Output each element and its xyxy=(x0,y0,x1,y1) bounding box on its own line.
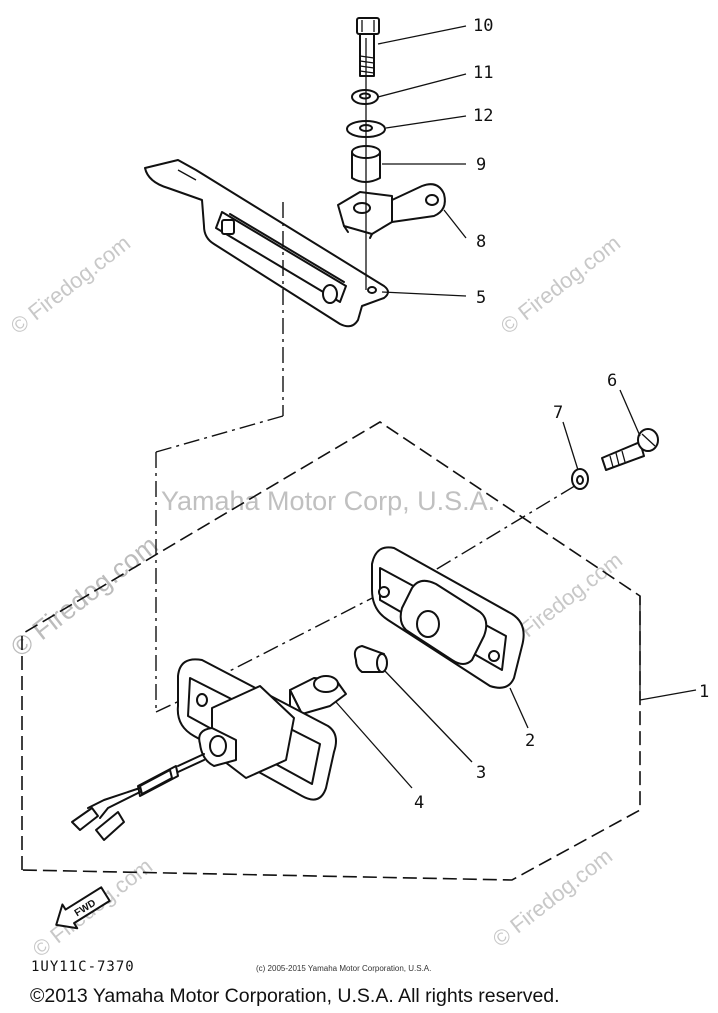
lamp-base xyxy=(176,658,337,801)
washer-7 xyxy=(571,468,589,490)
guide-line xyxy=(211,591,385,681)
lower-assembly xyxy=(21,415,659,881)
lens-2 xyxy=(371,546,525,689)
footer-copyright: ©2013 Yamaha Motor Corporation, U.S.A. A… xyxy=(30,985,560,1007)
callout-9: 9 xyxy=(476,155,486,175)
upper-assembly xyxy=(144,17,446,416)
callout-3: 3 xyxy=(476,763,486,783)
watermark-layer: © Firedog.com © Firedog.com © Firedog.co… xyxy=(5,230,627,962)
bolt-10 xyxy=(356,17,380,77)
wire-harness xyxy=(71,753,205,841)
bracket-arm-8 xyxy=(337,183,446,239)
callout-10: 10 xyxy=(473,16,493,36)
screw-6 xyxy=(601,428,659,471)
fwd-arrow: FWD xyxy=(55,886,111,930)
spring-washer-11 xyxy=(351,89,379,105)
leader-lines xyxy=(335,25,697,789)
firedog-watermark: © Firedog.com xyxy=(488,843,617,952)
callout-11: 11 xyxy=(473,63,493,83)
guide-line xyxy=(411,483,579,585)
callout-1: 1 xyxy=(699,682,709,702)
diagram-code: 1UY11C-7370 xyxy=(31,959,135,975)
mounting-plate-5 xyxy=(144,159,389,328)
callout-2: 2 xyxy=(525,731,535,751)
callout-7: 7 xyxy=(553,403,563,423)
callout-4: 4 xyxy=(414,793,424,813)
small-copyright: (c) 2005-2015 Yamaha Motor Corporation, … xyxy=(256,964,431,973)
bulb-3 xyxy=(353,645,388,673)
guide-line xyxy=(155,415,284,453)
callout-12: 12 xyxy=(473,106,493,126)
callout-5: 5 xyxy=(476,288,486,308)
firedog-watermark: © Firedog.com xyxy=(496,230,625,339)
callouts: 10 11 12 9 8 5 6 7 1 2 3 4 xyxy=(414,16,709,813)
callout-6: 6 xyxy=(607,371,617,391)
yamaha-watermark: Yamaha Motor Corp, U.S.A. xyxy=(161,486,495,516)
callout-8: 8 xyxy=(476,232,486,252)
firedog-watermark: © Firedog.com xyxy=(6,230,135,339)
